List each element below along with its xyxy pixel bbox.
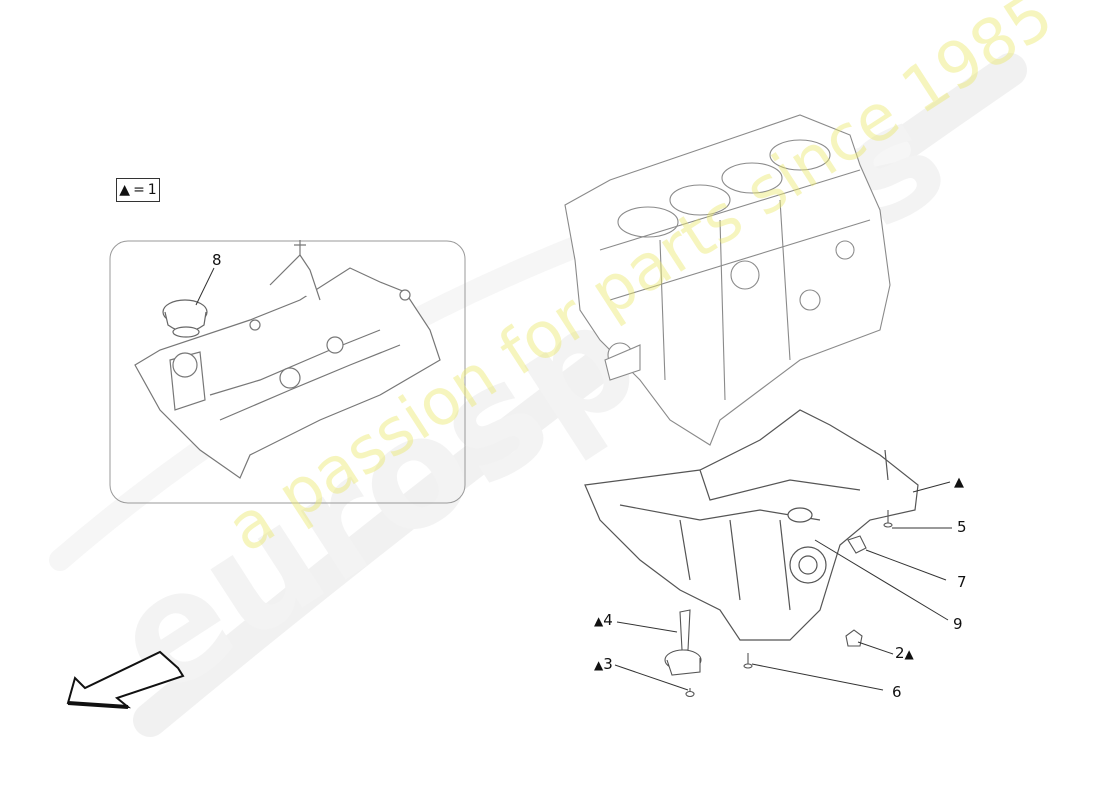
inset-frame [109, 240, 466, 504]
legend-equals: = [133, 182, 145, 198]
oil-pan [584, 409, 919, 641]
callout-3-number: 3 [603, 655, 613, 673]
engine-block [564, 114, 891, 446]
callout-4: ▲4 [594, 613, 613, 628]
callout-2: 2▲ [895, 646, 914, 661]
bolt-5 [883, 510, 893, 528]
callout-5: 5 [957, 518, 967, 536]
oil-filler-cap [162, 299, 208, 338]
callout-3-symbol: ▲ [594, 658, 604, 672]
rubber-mount-7 [847, 535, 867, 554]
callout-4-symbol: ▲ [594, 614, 604, 628]
valve-cover [134, 240, 441, 479]
leader-lines [195, 267, 952, 691]
callout-2-number: 2 [895, 644, 905, 662]
callout-6: 6 [892, 683, 902, 701]
callout-triangle: ▲ [954, 475, 964, 490]
callout-9: 9 [953, 615, 963, 633]
callout-3: ▲3 [594, 657, 613, 672]
callout-2-symbol: ▲ [904, 647, 914, 661]
triangle-icon: ▲ [119, 182, 131, 198]
legend-box: ▲ = 1 [116, 178, 160, 202]
bolt-6 [743, 653, 753, 669]
callout-4-number: 4 [603, 611, 613, 629]
oil-level-sensor [664, 609, 702, 698]
direction-arrow-icon [66, 650, 185, 709]
legend-value: 1 [147, 182, 157, 198]
drain-plug [845, 629, 863, 647]
callout-8: 8 [212, 251, 222, 269]
callout-7: 7 [957, 573, 967, 591]
